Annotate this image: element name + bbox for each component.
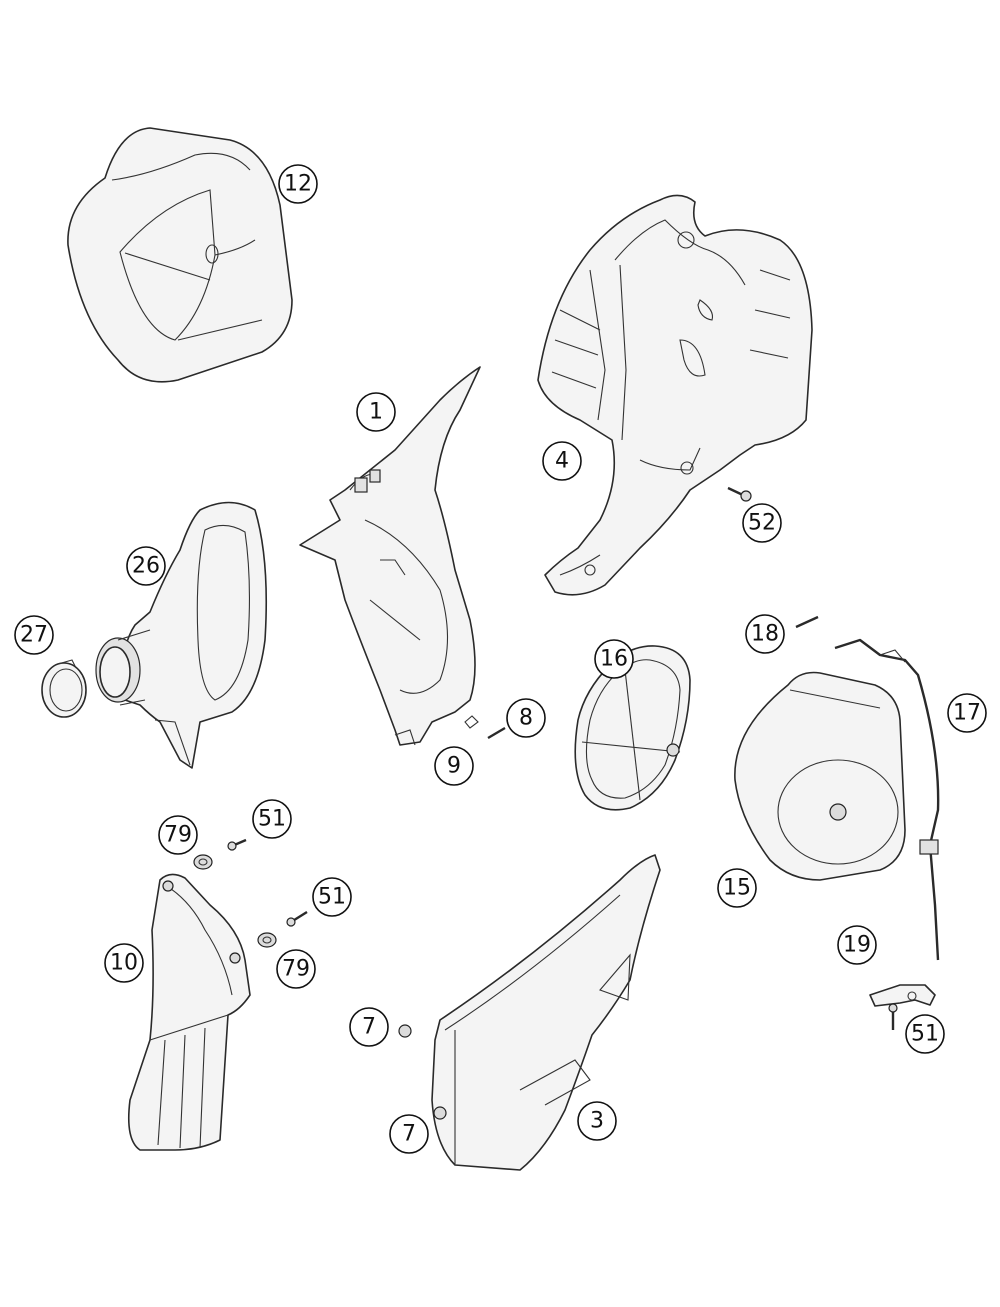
callout-27: 27 (14, 615, 54, 655)
retaining-rod-part-17 (834, 638, 940, 961)
callout-9: 9 (434, 746, 474, 786)
svg-text:8: 8 (519, 706, 533, 731)
callout-19: 19 (837, 925, 877, 965)
svg-text:3: 3 (590, 1109, 604, 1134)
callout-52: 52 (742, 503, 782, 543)
callout-15: 15 (717, 868, 757, 908)
callout-79-top: 79 (158, 815, 198, 855)
callout-10: 10 (104, 943, 144, 983)
clip-part-9 (464, 715, 479, 729)
svg-text:9: 9 (447, 754, 461, 779)
screw-part-52 (727, 486, 752, 502)
svg-text:19: 19 (843, 933, 871, 958)
filter-cover-part-15 (734, 671, 906, 881)
pin-part-8 (487, 726, 506, 740)
svg-text:18: 18 (751, 622, 779, 647)
svg-text:79: 79 (282, 957, 310, 982)
svg-text:15: 15 (723, 876, 751, 901)
screw-part-51-right (888, 1003, 898, 1030)
svg-text:52: 52 (748, 511, 776, 536)
svg-text:26: 26 (132, 554, 160, 579)
callout-18: 18 (745, 614, 785, 654)
svg-text:7: 7 (402, 1122, 416, 1147)
callout-8: 8 (506, 698, 546, 738)
callout-17: 17 (947, 693, 987, 733)
screw-part-51-top (227, 838, 247, 851)
washer-part-79-top (193, 854, 213, 870)
callout-1: 1 (356, 392, 396, 432)
svg-text:4: 4 (555, 449, 569, 474)
hose-clamp-part-27 (41, 659, 87, 718)
callout-51-middle: 51 (312, 877, 352, 917)
svg-text:51: 51 (258, 807, 286, 832)
air-box-frame-part-1 (299, 366, 481, 746)
callout-12: 12 (278, 164, 318, 204)
screw-part-51-middle (286, 910, 308, 927)
svg-text:27: 27 (20, 623, 48, 648)
callout-4: 4 (542, 441, 582, 481)
intake-sleeve-part-26 (95, 501, 268, 769)
air-box-part-4 (537, 194, 813, 596)
callout-3: 3 (577, 1101, 617, 1141)
svg-text:16: 16 (600, 647, 628, 672)
filter-cage-part-16 (574, 645, 691, 811)
svg-text:7: 7 (362, 1015, 376, 1040)
svg-text:12: 12 (284, 172, 312, 197)
svg-text:51: 51 (911, 1022, 939, 1047)
callout-79-bottom: 79 (276, 949, 316, 989)
air-filter-part-12 (67, 127, 293, 383)
screw-part-7-top (398, 1024, 412, 1038)
svg-text:17: 17 (953, 701, 981, 726)
svg-text:79: 79 (164, 823, 192, 848)
callout-51-top: 51 (252, 799, 292, 839)
callout-7-bottom: 7 (389, 1114, 429, 1154)
svg-text:51: 51 (318, 885, 346, 910)
callout-16: 16 (594, 639, 634, 679)
screw-part-7-bottom (433, 1106, 447, 1120)
side-cover-part-3 (431, 854, 661, 1171)
side-guard-part-10 (127, 873, 251, 1151)
svg-text:10: 10 (110, 951, 138, 976)
callout-26: 26 (126, 546, 166, 586)
svg-text:1: 1 (369, 400, 383, 425)
callout-51-right: 51 (905, 1014, 945, 1054)
callout-7-top: 7 (349, 1007, 389, 1047)
washer-part-79-bottom (257, 932, 277, 948)
bracket-part-19 (869, 984, 936, 1007)
pin-part-18 (795, 615, 819, 629)
